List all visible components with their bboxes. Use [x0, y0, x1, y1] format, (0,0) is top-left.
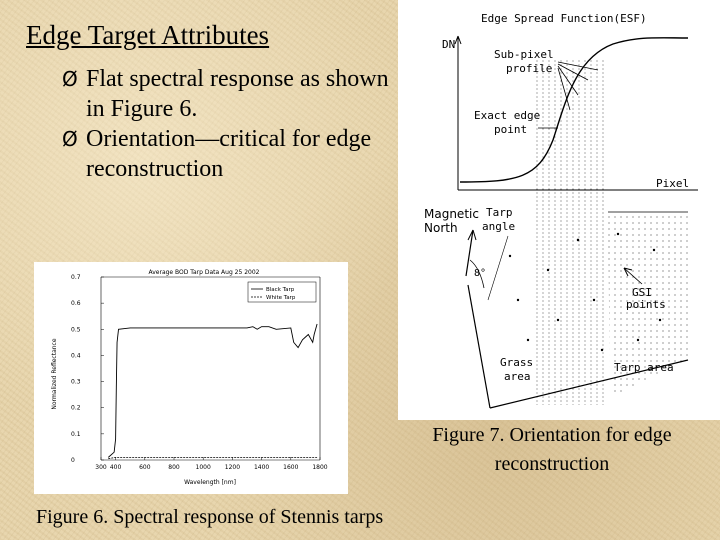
tarp-angle-label: Tarp: [486, 206, 513, 219]
y-tick-label: 0.7: [71, 274, 81, 281]
gsi-point: [508, 254, 512, 258]
x-tick-label: 1400: [254, 464, 269, 471]
series-line-black-tarp: [107, 323, 318, 458]
gsi-point: [600, 348, 604, 352]
x-tick-label: 1200: [225, 464, 240, 471]
chart-title: Average BOD Tarp Data Aug 25 2002: [148, 269, 259, 276]
magnetic-north-label: Magnetic: [424, 207, 479, 221]
y-tick-label: 0: [71, 457, 75, 464]
subpixel-dot-columns: [534, 60, 606, 405]
esf-title: Edge Spread Function(ESF): [481, 12, 647, 25]
exact-edge-label-2: point: [494, 123, 527, 136]
tarp-diagram: 8° Magnetic North Tarp angle GSI points …: [424, 206, 689, 409]
y-tick-label: 0.5: [71, 326, 81, 333]
pixel-axis-label: Pixel: [656, 177, 689, 190]
x-tick-label: 300: [95, 464, 107, 471]
spectral-chart-svg: Average BOD Tarp Data Aug 25 2002 Black …: [51, 269, 328, 486]
angle-value: 8°: [474, 268, 486, 279]
dn-axis-arrow: [454, 35, 459, 45]
figure6-chart: Average BOD Tarp Data Aug 25 2002 Black …: [34, 262, 348, 494]
figure7-caption: Figure 7. Orientation for edge reconstru…: [432, 424, 672, 475]
bullet-text: Orientation—critical for edge reconstruc…: [86, 126, 372, 182]
tarp-bottom-edge: [489, 359, 689, 409]
gsi-point: [636, 338, 640, 342]
subpixel-label: Sub-pixel: [494, 48, 554, 61]
gsi-point: [658, 318, 662, 322]
series-line-white-tarp: [108, 456, 318, 460]
gsi-arrowhead: [623, 267, 629, 277]
y-axis-label: Normalized Reflectance: [51, 338, 58, 409]
esf-curve: [459, 37, 689, 183]
angle-arc: [469, 259, 485, 289]
esf-diagram-svg: Edge Spread Function(ESF) DN Pixel Sub-p…: [424, 12, 698, 409]
gsi-arrow: [623, 267, 643, 285]
gsi-point: [526, 338, 530, 342]
subpixel-pointer: [557, 61, 599, 71]
gsi-point: [556, 318, 560, 322]
subpixel-label-2: profile: [506, 62, 552, 75]
slide-title: Edge Target Attributes: [26, 20, 270, 50]
x-tick-label: 1000: [196, 464, 211, 471]
gsi-point: [516, 298, 520, 302]
gsi-point: [616, 232, 620, 236]
north-arrowhead: [467, 229, 474, 241]
tarp-angle-label-2: angle: [482, 220, 515, 233]
subpixel-pointer: [557, 63, 589, 81]
bullet-item: Ø Flat spectral response as shown in Fig…: [62, 64, 392, 124]
y-tick-label: 0.4: [71, 352, 81, 359]
gsi-label: GSI: [632, 286, 652, 299]
x-tick-label: 400: [110, 464, 122, 471]
subpixel-pointer: [557, 65, 579, 96]
tarp-angle-line: [467, 284, 491, 409]
legend-frame: [247, 281, 317, 303]
dn-axis-label: DN: [442, 38, 455, 51]
y-tick-label: 0.2: [71, 405, 81, 412]
gsi-point: [576, 238, 580, 242]
bullet-item: Ø Orientation—critical for edge reconstr…: [62, 124, 392, 184]
esf-chart: Edge Spread Function(ESF) DN Pixel Sub-p…: [442, 12, 698, 405]
arrow-bullet-icon: Ø: [62, 67, 78, 91]
tarp-area-label: Tarp area: [614, 361, 674, 374]
legend-label-black: Black Tarp: [266, 287, 295, 293]
north-arrow: [465, 229, 474, 277]
figure7-diagram: Edge Spread Function(ESF) DN Pixel Sub-p…: [398, 0, 720, 420]
arrow-bullet-icon: Ø: [62, 127, 78, 151]
bullet-text: Flat spectral response as shown in Figur…: [86, 66, 389, 122]
y-tick-label: 0.1: [71, 431, 81, 438]
x-tick-label: 600: [139, 464, 151, 471]
x-axis-label: Wavelength [nm]: [184, 479, 236, 486]
dn-axis-arrow: [457, 35, 462, 45]
gsi-arrowhead: [623, 267, 633, 271]
subpixel-pointer: [557, 67, 571, 111]
figure6-caption: Figure 6. Spectral response of Stennis t…: [36, 506, 384, 528]
y-tick-label: 0.6: [71, 300, 81, 307]
gsi-point: [592, 298, 596, 302]
legend-label-white: White Tarp: [266, 295, 296, 301]
x-tick-label: 1600: [283, 464, 298, 471]
exact-edge-label: Exact edge: [474, 109, 540, 122]
legend-box: Black Tarp White Tarp: [247, 281, 317, 303]
north-arrowhead: [472, 229, 477, 241]
x-tick-label: 1800: [312, 464, 327, 471]
gsi-label-2: points: [626, 298, 666, 311]
gsi-point-markers: [508, 232, 662, 352]
tarp-area-shading: [608, 212, 688, 398]
magnetic-north-label-2: North: [424, 221, 458, 235]
x-tick-label: 800: [168, 464, 180, 471]
tarp-angle-pointer: [487, 235, 509, 301]
grass-area-label-2: area: [504, 370, 531, 383]
y-tick-label: 0.3: [71, 379, 81, 386]
grass-area-label: Grass: [500, 356, 533, 369]
bullet-list: Ø Flat spectral response as shown in Fig…: [62, 64, 392, 184]
gsi-point: [546, 268, 550, 272]
gsi-point: [652, 248, 656, 252]
